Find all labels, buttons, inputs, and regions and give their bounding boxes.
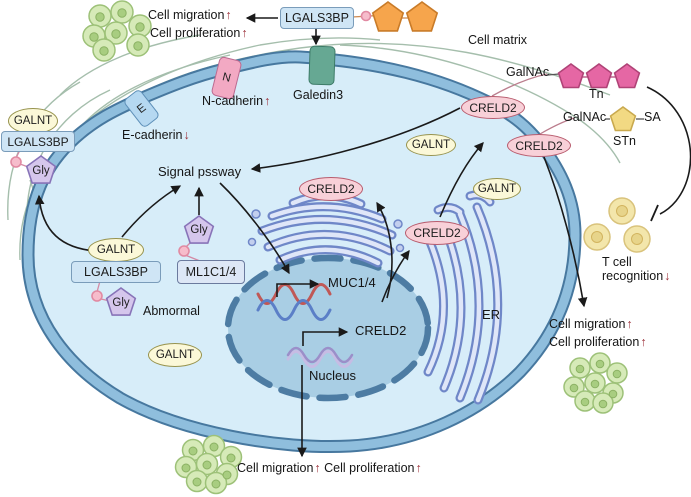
creld2-oval-golgi: CRELD2: [299, 177, 363, 201]
cell-migration-text: Cell migration: [549, 317, 626, 331]
tn-pentagon: [585, 63, 613, 89]
stn-label: STn: [613, 134, 636, 148]
creld2-gene-label: CRELD2: [355, 323, 407, 338]
down-arrow: ↓: [183, 128, 190, 142]
cell-migration-text: Cell migration: [237, 461, 314, 475]
muc14-label: MUC1/4: [328, 275, 376, 290]
galnt-oval-bottom-left: GALNT: [148, 343, 202, 367]
cell-migration-top-label: Cell migration↑: [148, 8, 232, 23]
recognition-text: recognition: [602, 269, 664, 283]
up-arrow: ↑: [626, 317, 633, 331]
arrow-signal-to-nucleus: [219, 182, 290, 275]
er-label: ER: [482, 307, 501, 322]
sugar-circle: [10, 156, 22, 168]
up-arrow: ↑: [640, 335, 647, 349]
sa-label: SA: [644, 110, 661, 124]
arrow-creld2-transcription: [302, 327, 349, 346]
galnac-stn-label: GalNAc: [563, 110, 607, 124]
lgals3bp-box-top: LGALS3BP: [280, 7, 354, 29]
gly-pentagon: [105, 287, 137, 316]
cell-migration-right-label: Cell migration↑: [549, 317, 633, 332]
arrow-er-to-membrane: [439, 142, 484, 218]
up-arrow: ↑: [225, 8, 232, 22]
e-cadherin-label: E-cadherin↓: [122, 128, 190, 143]
gly-pentagon: [25, 155, 57, 184]
tn-pentagon: [613, 63, 641, 89]
inhibition-bar: [650, 204, 659, 222]
sugar-circle: [91, 290, 103, 302]
n-letter: N: [221, 71, 232, 85]
galnt-oval-right: GALNT: [473, 178, 521, 200]
t-cell-label: T cell: [602, 255, 632, 269]
endoplasmic-reticulum: [423, 190, 503, 405]
sugar-circle: [360, 10, 372, 22]
cell-proliferation-text: Cell proliferation: [549, 335, 640, 349]
e-cadherin-text: E-cadherin: [122, 128, 183, 142]
sugar-circle: [178, 245, 190, 257]
lgals3bp-box-outer: LGALS3BP: [1, 131, 75, 152]
tumor-cell-cluster-top-left: [82, 0, 152, 62]
inhibition-arc-tn-to-tcell: [646, 86, 691, 215]
up-arrow: ↑: [241, 26, 248, 40]
tumor-cell-cluster-bottom: [174, 434, 243, 495]
stn-pentagon: [609, 106, 637, 132]
t-cells: [583, 197, 651, 253]
abmormal-label: Abmormal: [143, 304, 200, 318]
galnt-oval-outer: GALNT: [8, 108, 58, 134]
galedin3-receptor: [308, 45, 336, 86]
up-arrow: ↑: [314, 461, 321, 475]
cell-matrix-label: Cell matrix: [468, 33, 528, 47]
glycan-shapes: [10, 1, 641, 316]
signal-arrows: [34, 13, 691, 458]
n-cadherin-label: N-cadherin↑: [202, 94, 271, 109]
gly-label-outer: Gly: [32, 165, 50, 177]
gly-label-inner: Gly: [112, 297, 130, 309]
orange-pentagon: [371, 1, 405, 32]
tumor-cell-cluster-right: [563, 352, 628, 414]
n-cadherin-text: N-cadherin: [202, 94, 264, 108]
arrow-muc14-transcription: [276, 279, 320, 297]
cell-proliferation-text: Cell proliferation: [324, 461, 415, 475]
arrow-membrane-creld2-to-signal: [250, 107, 461, 173]
galnac-tn-label: GalNAc: [506, 65, 550, 79]
creld2-oval-membrane-1: CRELD2: [461, 96, 525, 119]
galnt-oval-upper-right: GALNT: [406, 134, 456, 156]
golgi-apparatus: [247, 191, 405, 268]
lgals3bp-box-inner: LGALS3BP: [71, 261, 161, 283]
arrow-creld2-to-right-migration: [543, 156, 588, 308]
cell-migration-proliferation-bottom-label: Cell migration↑ Cell proliferation↑: [237, 461, 422, 476]
tn-pentagon: [557, 63, 585, 89]
orange-pentagon: [405, 1, 439, 32]
tn-label: Tn: [589, 87, 604, 101]
down-arrow: ↓: [664, 269, 671, 283]
cell-proliferation-text: Cell proliferation: [150, 26, 241, 40]
arrow-complex-to-outer-gly: [34, 194, 96, 252]
gly-pentagon: [183, 215, 215, 244]
creld2-oval-membrane-2: CRELD2: [507, 134, 571, 157]
up-arrow: ↑: [415, 461, 422, 475]
ml1c14-box: ML1C1/4: [177, 260, 245, 284]
cell-proliferation-top-label: Cell proliferation↑: [150, 26, 248, 41]
signal-pssway-label: Signal pssway: [158, 164, 242, 179]
e-letter: E: [134, 101, 149, 116]
up-arrow: ↑: [264, 94, 271, 108]
galedin3-label: Galedin3: [293, 88, 344, 102]
nucleus-label: Nucleus: [309, 368, 356, 383]
rna-strand: [286, 346, 354, 368]
galnt-oval-inner: GALNT: [88, 238, 144, 262]
t-cell-recognition-label: recognition↓: [602, 269, 671, 284]
gly-label-ml1c14: Gly: [190, 224, 208, 236]
cell-migration-text: Cell migration: [148, 8, 225, 22]
creld2-oval-er: CRELD2: [405, 221, 469, 245]
arrow-nucleus-to-er: [381, 249, 410, 303]
arrow-galnt-to-signal: [121, 185, 182, 238]
cell-proliferation-right-label: Cell proliferation↑: [549, 335, 647, 350]
arrow-nucleus-to-golgi: [376, 201, 393, 299]
